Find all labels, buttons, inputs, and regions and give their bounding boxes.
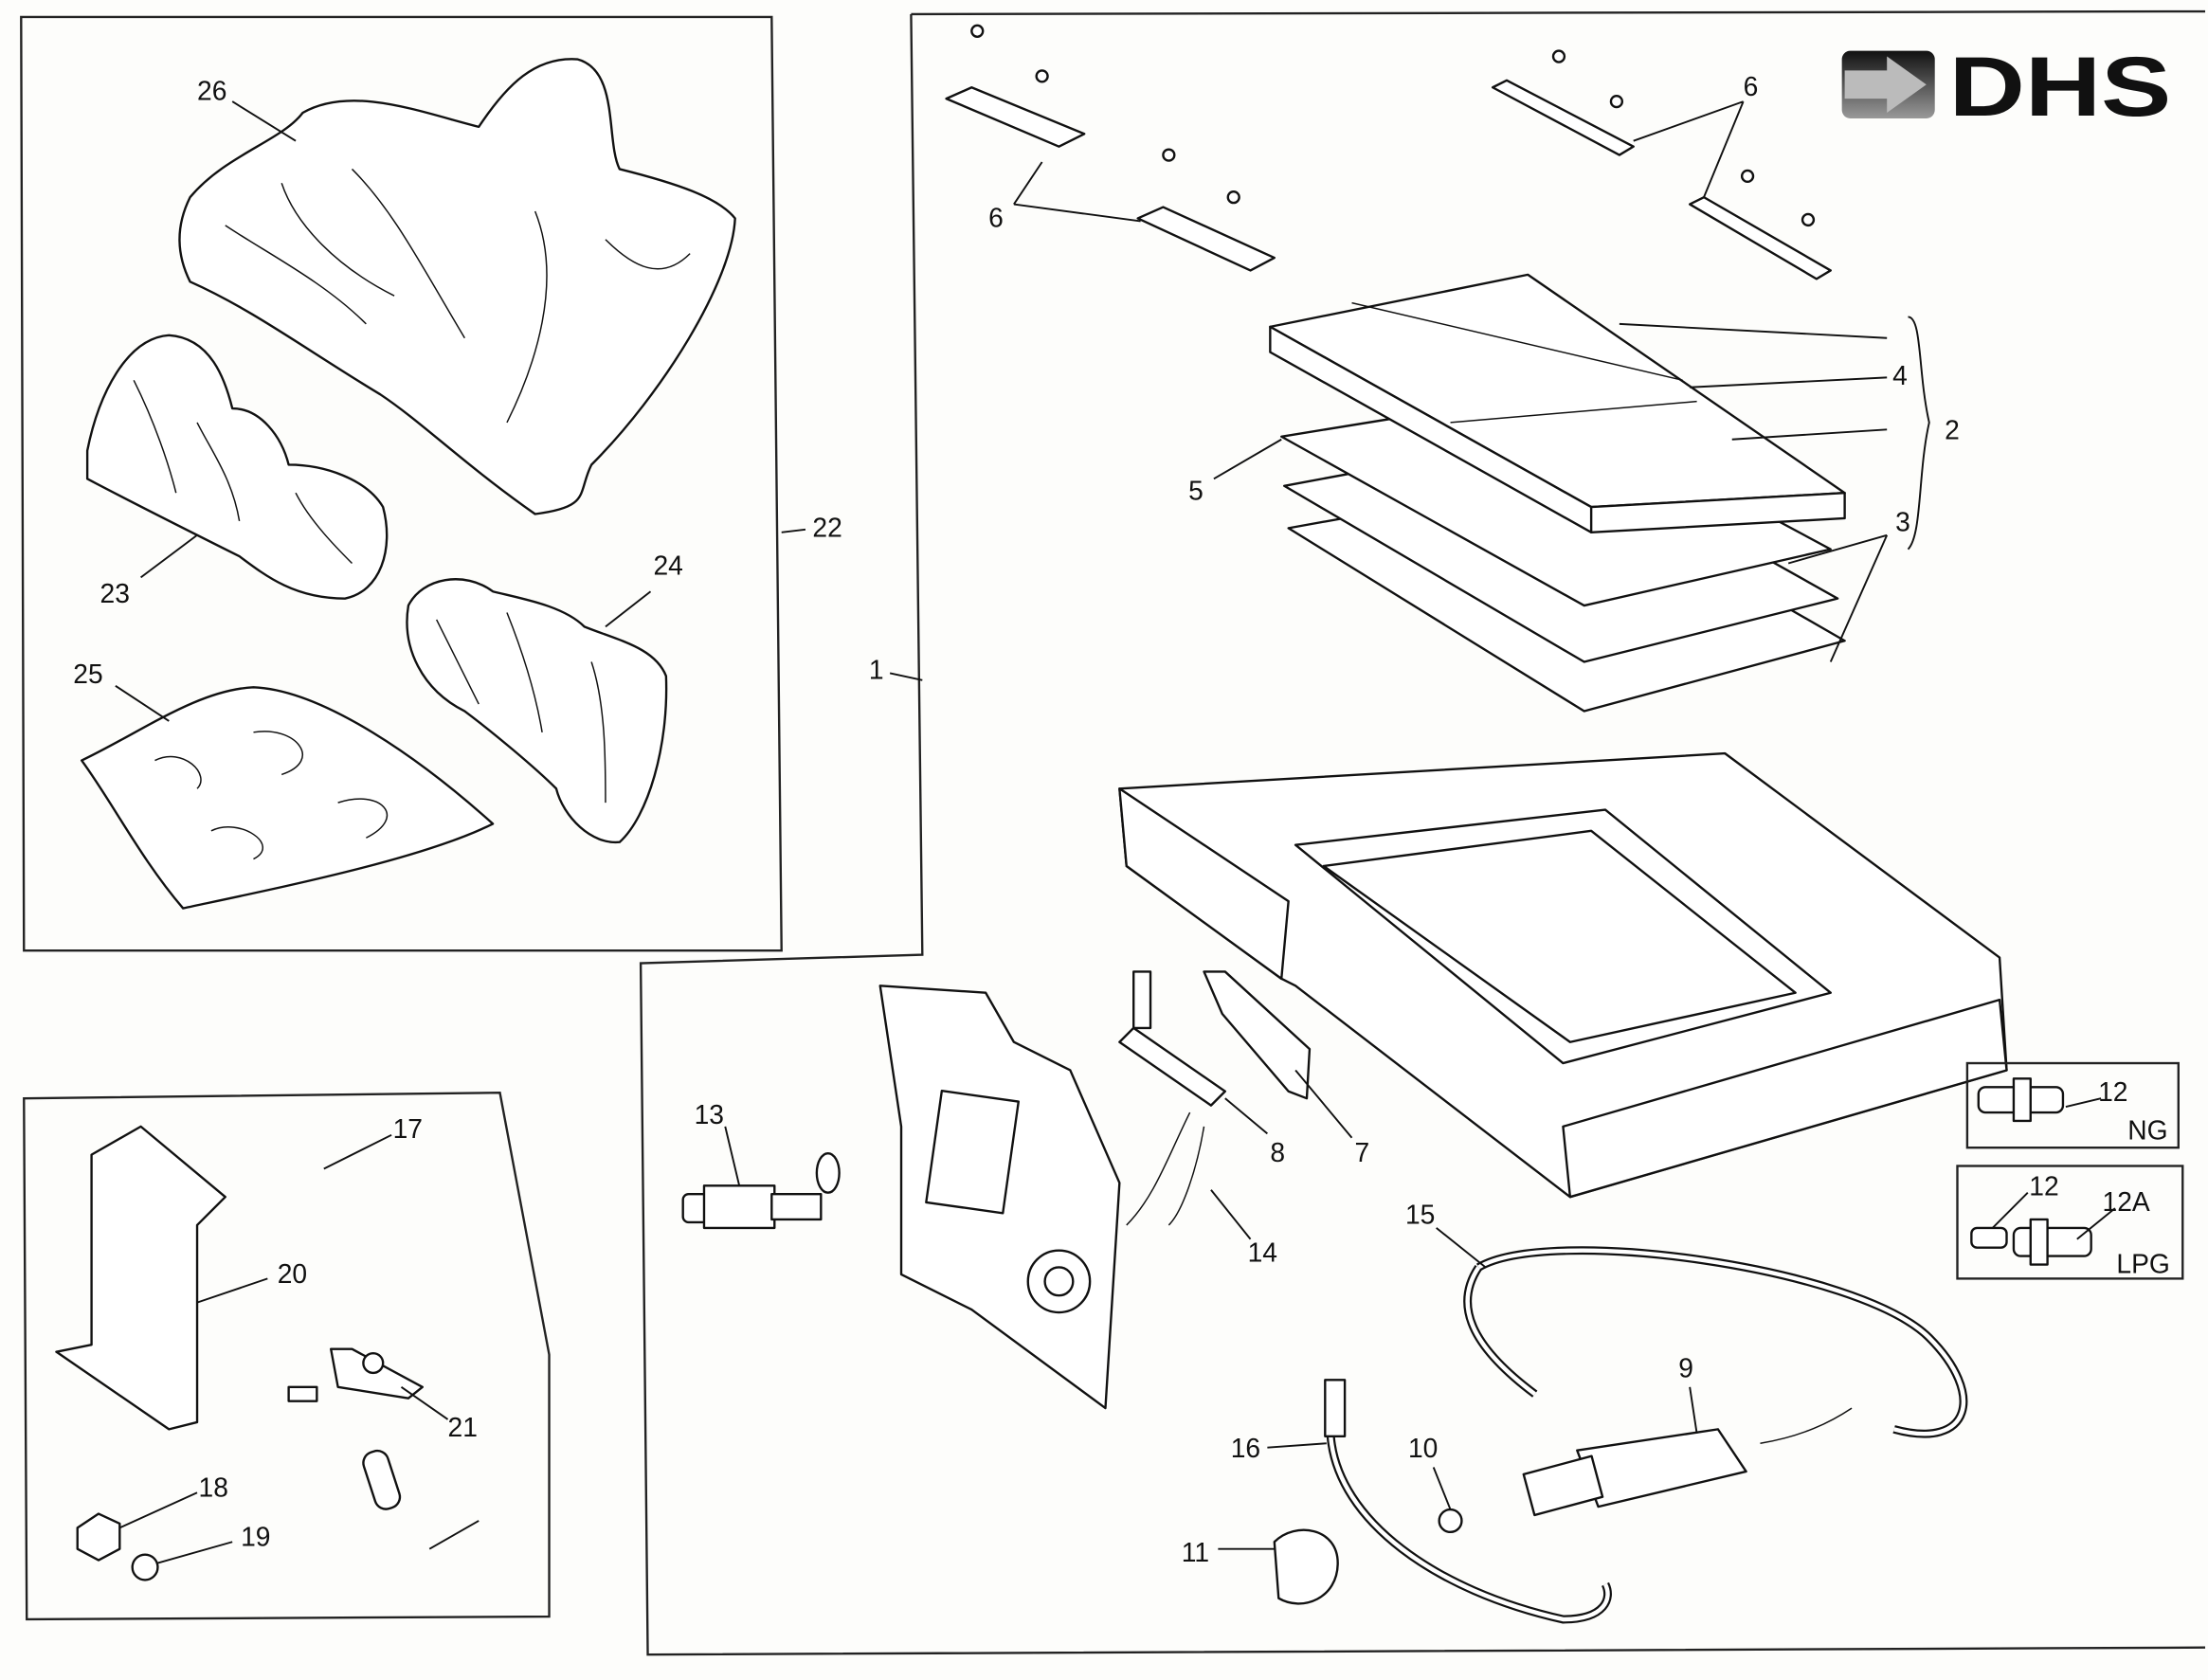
callout-14: 14	[1248, 1237, 1277, 1268]
callout-23: 23	[100, 578, 130, 608]
inset-lpg-gas: LPG	[2116, 1248, 2169, 1278]
callout-6-left: 6	[988, 202, 1004, 232]
callout-6-right: 6	[1744, 71, 1759, 101]
accessory-parts	[55, 1125, 480, 1581]
callout-18: 18	[199, 1472, 228, 1503]
callout-11: 11	[1182, 1537, 1209, 1567]
callout-1: 1	[869, 654, 884, 684]
callout-13: 13	[695, 1099, 724, 1129]
callout-7: 7	[1355, 1137, 1370, 1167]
callout-8: 8	[1270, 1137, 1285, 1167]
callout-19: 19	[241, 1522, 270, 1552]
dhs-logo: DHS	[1841, 39, 2172, 134]
inset-lpg	[1956, 1165, 2184, 1280]
burner-frame	[911, 9, 2206, 16]
log-set-frame	[20, 15, 783, 952]
inset-ng-part: 12	[2098, 1076, 2127, 1107]
inset-lpg-part-12: 12	[2029, 1171, 2058, 1201]
callout-5: 5	[1188, 476, 1204, 506]
callout-20: 20	[278, 1258, 307, 1289]
burner-tray	[1118, 751, 2008, 1199]
callout-9: 9	[1678, 1352, 1693, 1382]
accessory-frame	[23, 1092, 551, 1621]
callout-24: 24	[653, 550, 682, 580]
inset-ng	[1965, 1061, 2180, 1149]
callout-2: 2	[1945, 415, 1960, 445]
callout-16: 16	[1231, 1433, 1260, 1463]
control-panel	[878, 970, 1312, 1410]
large-log-part	[178, 58, 736, 515]
burner-plaques	[1269, 273, 1846, 713]
burner-frame-outline	[639, 13, 2206, 1656]
inset-lpg-part-12a: 12A	[2103, 1186, 2150, 1217]
callout-15: 15	[1405, 1199, 1435, 1229]
callout-26: 26	[197, 76, 226, 106]
front-log-part	[406, 578, 668, 843]
callout-21: 21	[448, 1412, 478, 1442]
piezo-igniter	[681, 1151, 841, 1230]
orifice-parts	[1970, 1077, 2092, 1266]
callout-25: 25	[73, 659, 102, 689]
embers-bag-part	[80, 686, 495, 910]
small-log-part	[85, 334, 389, 600]
mounting-brackets	[945, 24, 1832, 280]
inset-ng-gas: NG	[2127, 1114, 2167, 1145]
callout-17: 17	[393, 1113, 423, 1144]
logo-text: DHS	[1949, 39, 2172, 134]
callout-22: 22	[812, 512, 842, 542]
callout-10: 10	[1408, 1433, 1438, 1463]
callout-3: 3	[1895, 506, 1910, 536]
gas-lines	[1273, 1246, 1968, 1624]
callout-4: 4	[1892, 360, 1908, 390]
